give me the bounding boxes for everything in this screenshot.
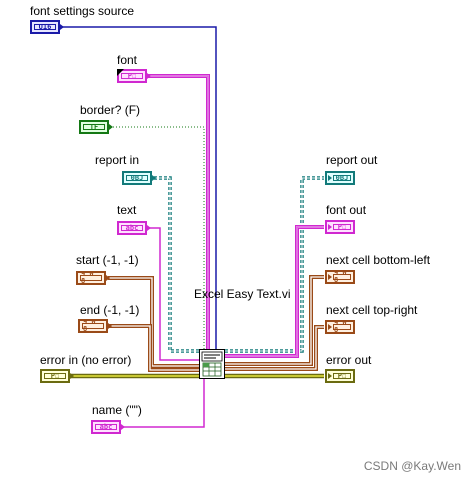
- cluster-badge: P☐: [121, 72, 143, 79]
- output-arrow-icon: [147, 73, 151, 79]
- label-font-settings-source: font settings source: [30, 4, 135, 18]
- label-border: border? (F): [80, 103, 141, 117]
- terminal-font-settings-source[interactable]: U16: [30, 20, 64, 34]
- numeric-cluster-badge: 9 0 8: [82, 319, 104, 333]
- output-arrow-icon: [70, 373, 74, 379]
- vi-title: Excel Easy Text.vi: [194, 287, 291, 301]
- string-badge: abc: [121, 224, 143, 231]
- wire-font-settings-source[interactable]: [62, 26, 217, 354]
- numeric-cluster-badge: 9 0 8: [333, 270, 351, 284]
- terminal-start[interactable]: 9 0 8: [76, 271, 110, 285]
- numeric-cluster-badge: 9 0 8: [333, 320, 351, 334]
- output-arrow-icon: [109, 124, 113, 130]
- terminal-border[interactable]: TF: [79, 120, 113, 134]
- output-arrow-icon: [108, 323, 112, 329]
- spreadsheet-text-icon: [201, 351, 223, 377]
- string-badge: abc: [95, 423, 117, 430]
- output-arrow-icon: [121, 424, 125, 430]
- terminal-name[interactable]: abc: [91, 420, 125, 434]
- wire-border[interactable]: [110, 126, 205, 351]
- label-report-in: report in: [95, 153, 140, 167]
- watermark: CSDN @Kay.Wen: [363, 459, 461, 473]
- terminal-error-in[interactable]: P☐: [40, 369, 74, 383]
- tf-badge: TF: [83, 123, 105, 130]
- u16-badge: U16: [34, 23, 56, 30]
- label-next-cell-top-right: next cell top-right: [326, 303, 418, 317]
- input-arrow-icon: [328, 175, 332, 181]
- label-end: end (-1, -1): [80, 303, 140, 317]
- label-text: text: [117, 203, 137, 217]
- numeric-cluster-badge: 9 0 8: [80, 271, 102, 285]
- label-error-in: error in (no error): [40, 353, 132, 367]
- error-cluster-badge: P☐: [333, 372, 351, 379]
- terminal-font-out[interactable]: P☐: [325, 220, 355, 234]
- cluster-badge: P☐: [333, 223, 351, 230]
- label-font-out: font out: [326, 203, 367, 217]
- terminal-end[interactable]: 9 0 8: [78, 319, 112, 333]
- terminal-text[interactable]: abc: [117, 221, 151, 235]
- input-arrow-icon: [328, 373, 332, 379]
- obj-badge: 0BJ: [333, 174, 351, 181]
- label-font: font: [117, 53, 138, 67]
- label-error-out: error out: [326, 353, 372, 367]
- terminal-font[interactable]: P☐: [117, 69, 151, 83]
- terminal-error-out[interactable]: P☐: [325, 369, 355, 383]
- terminal-report-in[interactable]: 0BJ: [122, 171, 156, 185]
- output-arrow-icon: [106, 275, 110, 281]
- input-arrow-icon: [328, 224, 332, 230]
- wire-font[interactable]: [148, 74, 210, 356]
- output-arrow-icon: [147, 225, 151, 231]
- terminal-next-cell-top-right[interactable]: 9 0 8: [325, 320, 355, 334]
- label-next-cell-bottom-left: next cell bottom-left: [326, 253, 431, 267]
- error-cluster-badge: P☐: [44, 372, 66, 379]
- wire-text[interactable]: [148, 227, 199, 361]
- output-arrow-icon: [152, 175, 156, 181]
- terminal-next-cell-bottom-left[interactable]: 9 0 8: [325, 270, 355, 284]
- label-start: start (-1, -1): [76, 253, 139, 267]
- input-arrow-icon: [328, 324, 332, 330]
- input-arrow-icon: [328, 274, 332, 280]
- wire-name[interactable]: [120, 379, 205, 428]
- label-name: name (""): [92, 403, 142, 417]
- label-report-out: report out: [326, 153, 378, 167]
- flag-icon: [117, 69, 124, 76]
- obj-badge: 0BJ: [126, 174, 148, 181]
- subvi-node[interactable]: [199, 349, 225, 379]
- output-arrow-icon: [60, 24, 64, 30]
- terminal-report-out[interactable]: 0BJ: [325, 171, 355, 185]
